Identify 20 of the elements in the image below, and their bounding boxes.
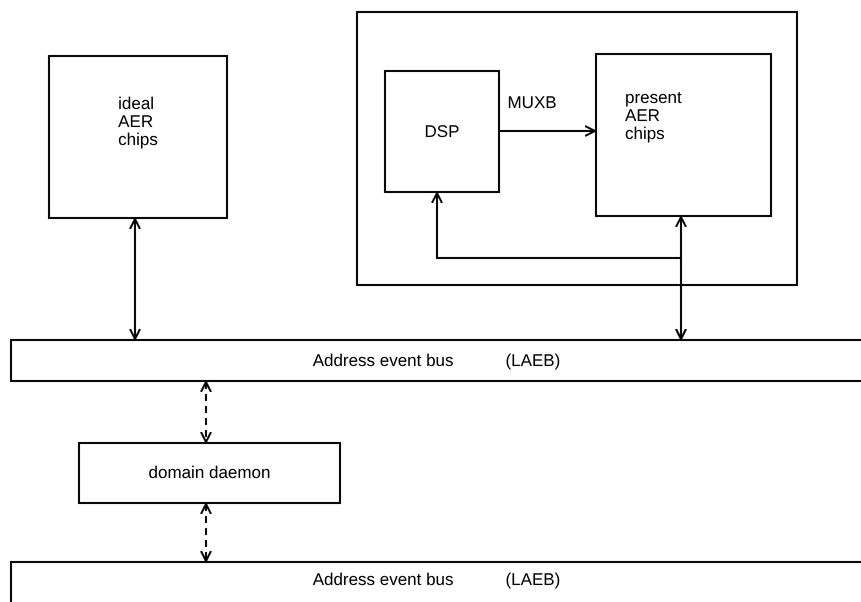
process-box [384,70,500,193]
node-label: ideal AER chips [118,95,158,149]
node-label: (LAEB) [506,352,560,370]
process-box [595,53,772,217]
arrow [431,192,687,340]
node-label: present AER chips [625,89,682,143]
node-label: DSP [424,122,460,140]
node-label: domain daemon [148,464,270,482]
node-label: (LAEB) [506,571,560,589]
dashed-arrow [200,503,212,562]
process-box [48,55,228,219]
container-box [356,11,798,286]
node-label: Address event bus [312,571,454,589]
arrow [500,125,596,137]
dashed-arrow [200,381,212,443]
process-box [10,339,861,382]
node-label: Address event bus [312,352,454,370]
process-box [78,442,341,504]
process-box [10,561,861,602]
arrow [129,218,141,340]
